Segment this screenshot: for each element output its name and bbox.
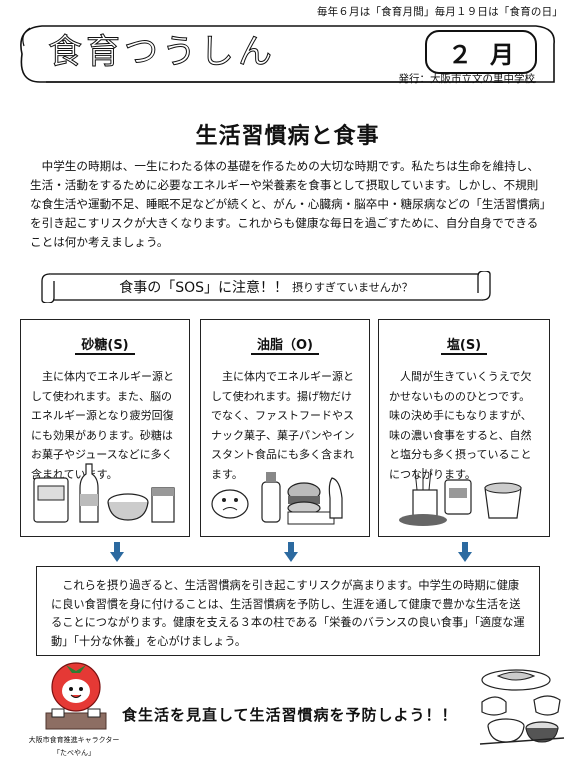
mascot-name: 「たべやん」 — [53, 749, 95, 757]
japanese-meal-icon — [479, 669, 565, 745]
card-sugar-title: 砂糖(S) — [75, 338, 135, 355]
summary-box: これらを摂り過ぎると、生活習慣病を引き起こすリスクが高まります。中学生の時期に健… — [36, 566, 540, 656]
mascot-caption: 大阪市食育推進キャラクター — [28, 736, 120, 744]
card-fat-title: 油脂（O) — [251, 338, 319, 355]
month-unit: 月 — [490, 40, 514, 69]
masthead-frame — [20, 25, 555, 83]
tomato-mascot-icon — [45, 662, 107, 730]
salty-foods-illustration-icon — [399, 468, 522, 526]
sos-banner-text: 食事の「SOS」に注意！！ 摂りすぎていませんか？ — [40, 271, 492, 303]
fatty-foods-illustration-icon — [211, 472, 343, 525]
intro-paragraph: 中学生の時期は、一生にわたる体の基礎を作るための大切な時期です。私たちは生命を維… — [30, 159, 546, 249]
month-badge: ２ 月 — [425, 30, 537, 74]
top-note: 毎年６月は「食育月間」毎月１９日は「食育の日」 — [316, 6, 563, 18]
slogan: 食生活を見直して生活習慣病を予防しよう！！ — [122, 706, 458, 724]
arrow-down-icon — [458, 542, 472, 562]
card-sugar-body: 主に体内でエネルギー源として使われます。また、脳のエネルギー源となり疲労回復にも… — [31, 370, 174, 481]
headline: 生活習慣病と食事 — [195, 124, 380, 149]
newsletter-title: 食育つうしん — [48, 32, 276, 73]
sos-banner-main: 食事の「SOS」に注意！！ — [119, 280, 289, 296]
card-salt-title: 塩(S) — [440, 338, 488, 355]
card-salt-body: 人間が生きていくうえで欠かせないもののひとつです。味の決め手にもなりますが、味の… — [389, 370, 532, 481]
arrow-down-icon — [284, 542, 298, 562]
publisher: 発行：大阪市立文の里中学校 — [398, 73, 536, 85]
sweets-illustration-icon — [33, 463, 175, 523]
month-number: ２ — [448, 40, 472, 69]
sos-scroll-banner — [41, 271, 491, 303]
card-fat-body: 主に体内でエネルギー源として使われます。揚げ物だけでなく、ファストフードやスナッ… — [211, 370, 355, 481]
sos-banner-sub: 摂りすぎていませんか？ — [292, 281, 413, 294]
arrow-down-icon — [110, 542, 124, 562]
